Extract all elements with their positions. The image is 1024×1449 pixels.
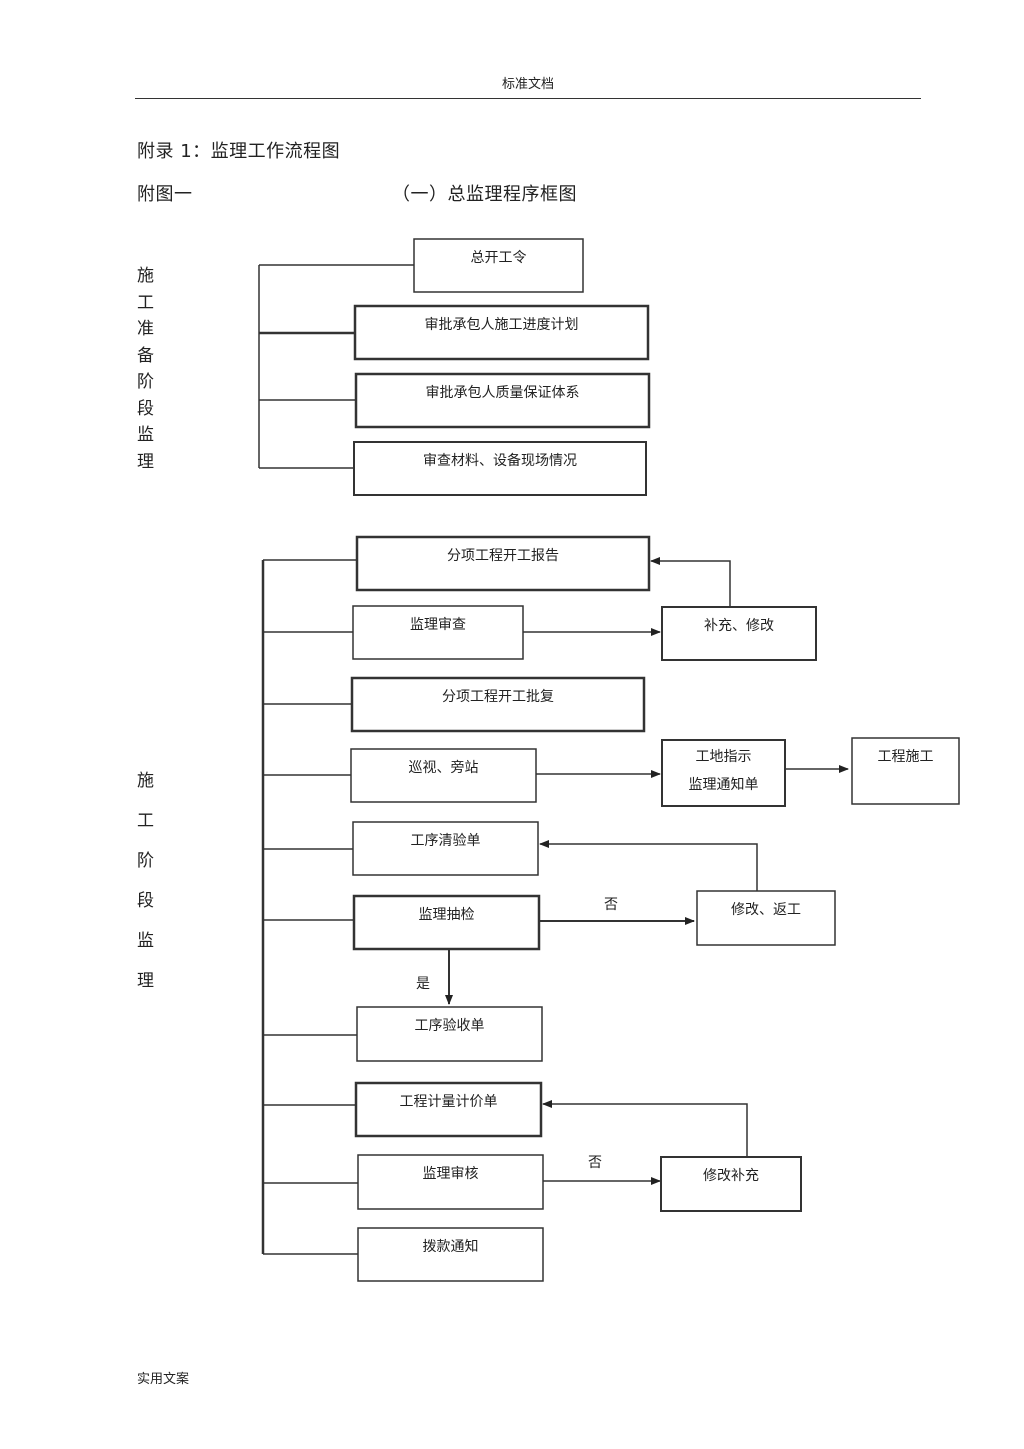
page-header: 标准文档 (501, 77, 554, 92)
flow-box-label: 补充、修改 (704, 618, 774, 634)
phase-char: 备 (137, 345, 154, 366)
flow-box-b12: 工序清验单 (352, 821, 539, 876)
phase-char: 施 (137, 266, 154, 286)
flow-box-label: 工程计量计价单 (400, 1094, 498, 1110)
flow-box-label: 分项工程开工批复 (442, 688, 554, 705)
flow-arrow (650, 557, 731, 607)
flow-box-label: 修改、返工 (731, 902, 801, 918)
flow-box-label: 监理审查 (410, 617, 466, 633)
flow-box-b17: 监理审核 (357, 1154, 544, 1210)
flow-box-label: 审批承包人施工进度计划 (425, 317, 579, 333)
flow-box-b9: 巡视、旁站 (350, 748, 537, 803)
phase-char: 理 (137, 451, 154, 472)
phase-char: 段 (137, 398, 154, 419)
phase-char: 监 (137, 931, 154, 951)
flow-box-b2: 审批承包人施工进度计划 (353, 304, 650, 361)
flow-box-b19: 拨款通知 (357, 1227, 544, 1282)
flow-box-label: 工地指示 (696, 749, 752, 765)
flow-box-b4: 审查材料、设备现场情况 (353, 441, 647, 496)
page-footer: 实用文案 (137, 1372, 190, 1387)
flow-box-label: 工序验收单 (415, 1018, 485, 1034)
phase-char: 准 (137, 319, 154, 339)
flow-arrow (539, 840, 758, 891)
phase-char: 监 (137, 425, 154, 445)
flow-box-label: 巡视、旁站 (409, 759, 479, 776)
header-rule (135, 98, 921, 99)
flow-box-b18: 修改补充 (660, 1156, 802, 1212)
flow-box-label: 总开工令 (471, 250, 527, 266)
phase-char: 阶 (137, 372, 154, 392)
edge-label-no1: 否 (604, 897, 618, 913)
flow-box-b1: 总开工令 (413, 238, 584, 293)
flow-box-label: 监理通知单 (689, 776, 759, 793)
flow-box-label: 审批承包人质量保证体系 (426, 385, 580, 401)
edge-label-no2: 否 (588, 1155, 602, 1171)
phase-char: 施 (137, 771, 154, 791)
flow-box-b14: 修改、返工 (696, 890, 836, 946)
flow-box-b13: 监理抽检 (352, 894, 541, 951)
flow-box-b7: 补充、修改 (661, 606, 817, 661)
phase-char: 阶 (137, 851, 154, 871)
phase-char: 理 (137, 971, 154, 991)
flow-arrow (542, 1100, 748, 1157)
flow-box-label: 分项工程开工报告 (447, 548, 559, 564)
flow-box-label: 监理审核 (423, 1166, 479, 1182)
phase-char: 工 (137, 292, 154, 313)
flow-box-b11: 工程施工 (851, 737, 960, 805)
edge-label-yes1: 是 (416, 976, 430, 992)
flow-box-label: 拨款通知 (423, 1238, 479, 1255)
flow-box-b5: 分项工程开工报告 (355, 535, 651, 592)
flow-box-b16: 工程计量计价单 (354, 1081, 543, 1138)
phase-char: 段 (137, 891, 154, 911)
flow-box-label: 监理抽检 (419, 907, 475, 923)
flow-box-label: 工序清验单 (411, 833, 481, 849)
flow-box-label: 修改补充 (703, 1168, 759, 1184)
flow-box-b8: 分项工程开工批复 (350, 676, 646, 733)
flow-box-label: 工程施工 (878, 749, 934, 765)
figure-label: 附图一 (137, 184, 193, 205)
flow-box-label: 审查材料、设备现场情况 (423, 452, 577, 469)
appendix-title: 附录 1：监理工作流程图 (137, 141, 341, 162)
flow-box-b3: 审批承包人质量保证体系 (354, 372, 651, 429)
phase-char: 工 (137, 811, 154, 831)
figure-caption: （一）总监理程序框图 (392, 184, 577, 205)
flow-box-b6: 监理审查 (352, 605, 524, 660)
flow-box-b15: 工序验收单 (356, 1006, 543, 1062)
